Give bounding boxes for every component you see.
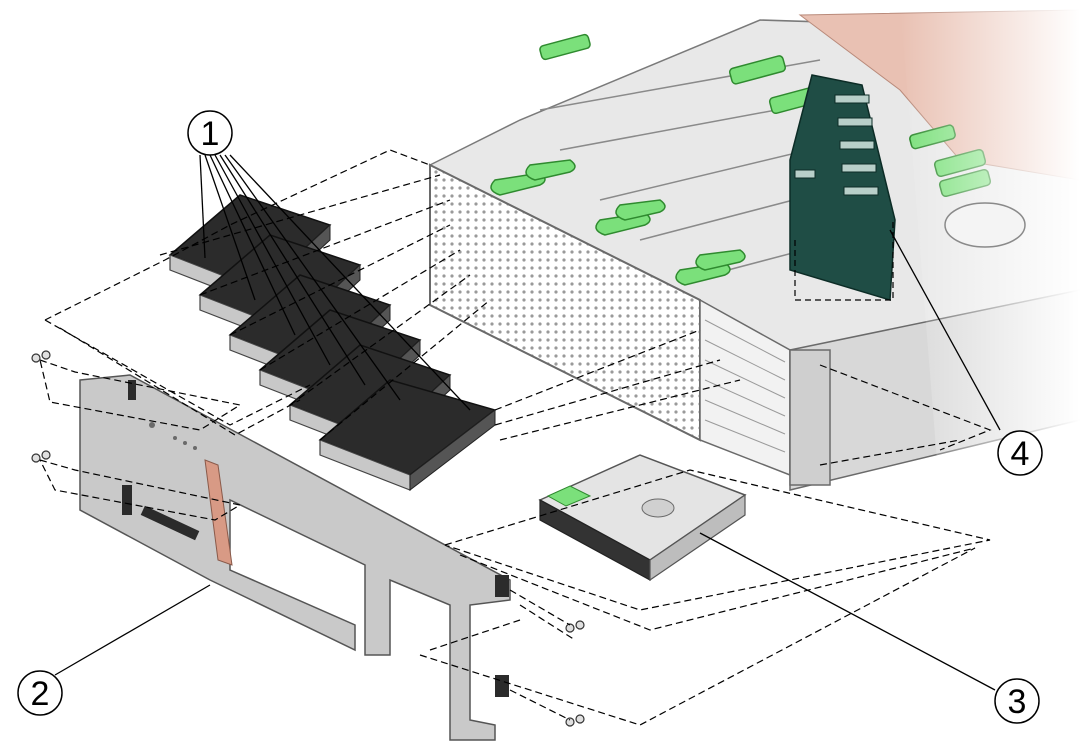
backplane-guide-lines: [794, 220, 894, 301]
callout-2: 2: [17, 670, 63, 716]
leader-lines: [54, 154, 1001, 691]
front-side-bracket: [789, 349, 831, 486]
hard-drives: [168, 194, 497, 492]
chassis-side-fade: [900, 0, 1080, 747]
callout-3-label: 3: [1008, 683, 1027, 721]
callout-1: 1: [187, 110, 233, 156]
dvd-drive: [538, 454, 747, 582]
callout-4: 4: [997, 430, 1043, 476]
screws: [31, 350, 585, 727]
callout-4-label: 4: [1011, 435, 1030, 473]
interior-fan: [944, 202, 1026, 248]
callout-2-label: 2: [31, 675, 50, 713]
server-chassis: [428, 0, 1080, 747]
callout-1-label: 1: [201, 115, 220, 153]
front-bezel: [79, 374, 511, 741]
callout-3: 3: [994, 678, 1040, 724]
alignment-guides: [39, 149, 992, 726]
disk-backplane: [789, 74, 896, 301]
